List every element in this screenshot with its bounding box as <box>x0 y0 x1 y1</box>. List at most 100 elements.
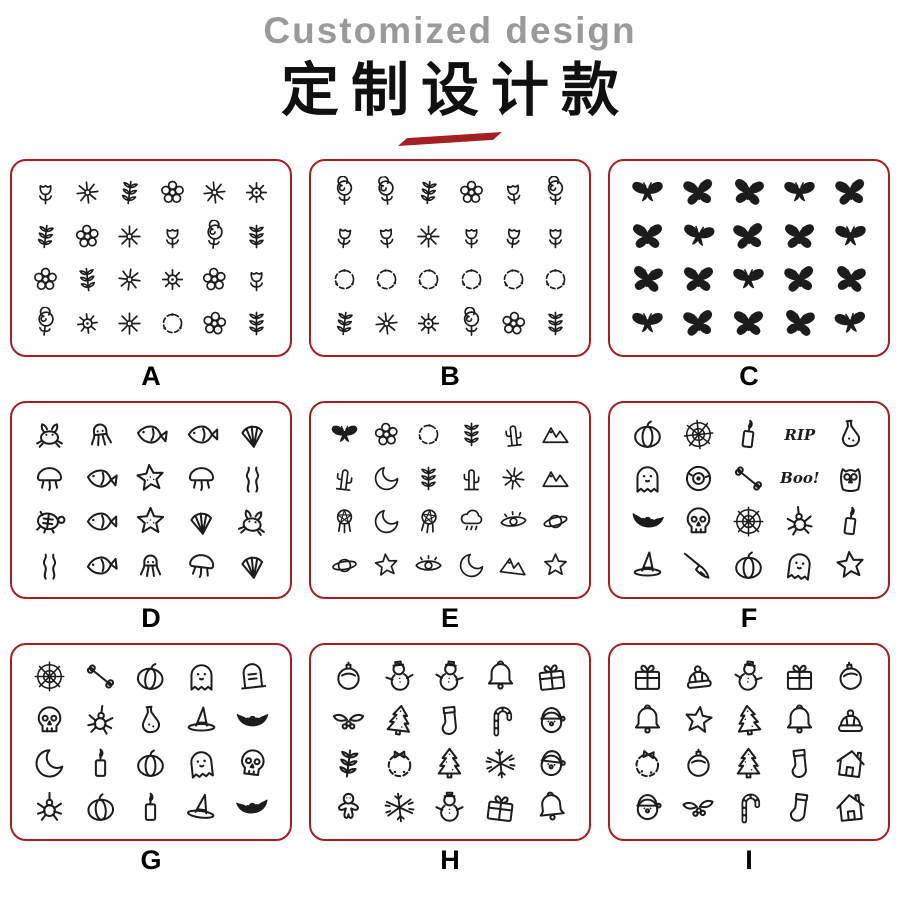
skull-icon <box>30 702 69 739</box>
seaweed-icon <box>30 547 69 584</box>
fish-icon <box>129 414 172 455</box>
tulip-icon <box>327 218 362 255</box>
web-icon <box>30 658 69 695</box>
jellyfish-icon <box>180 544 223 585</box>
moon-icon <box>369 460 403 496</box>
bell-icon <box>628 702 667 739</box>
flower-icon <box>30 263 61 296</box>
design-sheet-a <box>10 158 292 357</box>
bone-icon <box>728 458 771 499</box>
cactus-icon <box>496 417 530 453</box>
candle-icon <box>131 789 170 826</box>
moon-icon <box>28 743 71 784</box>
butterfly-icon <box>829 172 872 213</box>
sunflower-icon <box>241 176 272 209</box>
daisy-icon <box>114 307 145 340</box>
daisy-icon <box>197 175 231 211</box>
sprig-icon <box>28 218 63 255</box>
sunflower-icon <box>70 305 104 341</box>
design-sheet-d <box>10 400 292 599</box>
tombstone-icon <box>231 656 274 697</box>
house-icon <box>829 743 872 784</box>
tulip-icon <box>157 220 188 253</box>
tulip-icon <box>369 218 403 254</box>
squid-icon <box>131 547 170 584</box>
design-card-d: D <box>10 400 292 641</box>
moon-icon <box>369 504 403 540</box>
witchhat-icon <box>180 786 223 827</box>
dreamcatcher-icon <box>329 505 360 538</box>
butterfly-icon <box>729 305 768 342</box>
seaweed-icon <box>233 460 272 497</box>
ginger-icon <box>329 789 368 826</box>
wreath-icon <box>157 307 188 340</box>
candycane-icon <box>481 702 520 739</box>
skull-icon <box>679 503 718 540</box>
flower-icon <box>496 305 531 342</box>
xmastree-icon <box>728 700 771 741</box>
butterfly-icon <box>677 303 720 344</box>
design-card-label-g: G <box>140 844 162 875</box>
sprig-icon <box>540 307 571 340</box>
moon-icon <box>456 549 487 582</box>
design-card-i: I <box>608 642 890 883</box>
stocking-icon <box>778 786 821 827</box>
eyeball-icon <box>677 457 720 498</box>
moth-icon <box>329 418 360 451</box>
butterfly-icon <box>780 218 819 255</box>
moth-icon <box>780 174 819 211</box>
butterfly-icon <box>778 302 821 343</box>
raincloud-icon <box>456 505 487 538</box>
mountains-icon <box>540 418 571 451</box>
design-sheet-i <box>608 642 890 841</box>
sprig-icon <box>241 220 272 253</box>
candle-icon <box>81 745 120 782</box>
design-card-label-e: E <box>440 602 459 633</box>
doodle-text: RIP <box>784 425 816 444</box>
crab-icon <box>30 416 69 453</box>
witchhat-icon <box>628 547 667 584</box>
planet-icon <box>540 505 571 538</box>
xmastree-icon <box>430 745 469 782</box>
butterfly-icon <box>829 259 872 300</box>
starfish-icon <box>131 503 170 540</box>
sprig-icon <box>413 462 444 495</box>
sprig-icon <box>327 305 362 342</box>
ghost-icon <box>180 743 223 784</box>
flower-icon <box>157 176 188 209</box>
wreath-icon <box>456 263 487 296</box>
design-sheet-c <box>608 158 890 357</box>
santa-icon <box>628 789 667 826</box>
witchhat-icon <box>182 702 221 739</box>
moth-icon <box>831 218 870 255</box>
owl-icon <box>831 460 870 497</box>
daisy-icon <box>413 220 444 253</box>
snowflake-icon <box>479 743 522 784</box>
tulip-icon <box>456 220 487 253</box>
cactus-icon <box>456 462 487 495</box>
bone-icon <box>79 656 122 697</box>
shell-icon <box>231 414 274 455</box>
gift-icon <box>780 658 819 695</box>
daisy-icon <box>70 175 104 211</box>
house-icon <box>829 787 872 828</box>
fish-icon <box>79 457 122 498</box>
gift-icon <box>530 656 573 697</box>
design-sheet-h <box>309 642 591 841</box>
stocking-icon <box>778 743 821 784</box>
bell-icon <box>481 658 520 695</box>
bell-icon <box>780 702 819 739</box>
ghost-icon <box>628 460 667 497</box>
eye-icon <box>496 504 530 540</box>
star-icon <box>540 549 571 582</box>
ornament-icon <box>329 658 368 695</box>
pumpkin-icon <box>131 745 170 782</box>
ghost-icon <box>182 658 221 695</box>
bat-icon <box>626 501 669 542</box>
snowman-icon <box>428 656 471 697</box>
eye-icon <box>413 549 444 582</box>
rose-icon <box>540 176 571 209</box>
snowflake-icon <box>378 787 421 828</box>
design-card-g: G <box>10 642 292 883</box>
design-card-label-c: C <box>739 360 759 391</box>
